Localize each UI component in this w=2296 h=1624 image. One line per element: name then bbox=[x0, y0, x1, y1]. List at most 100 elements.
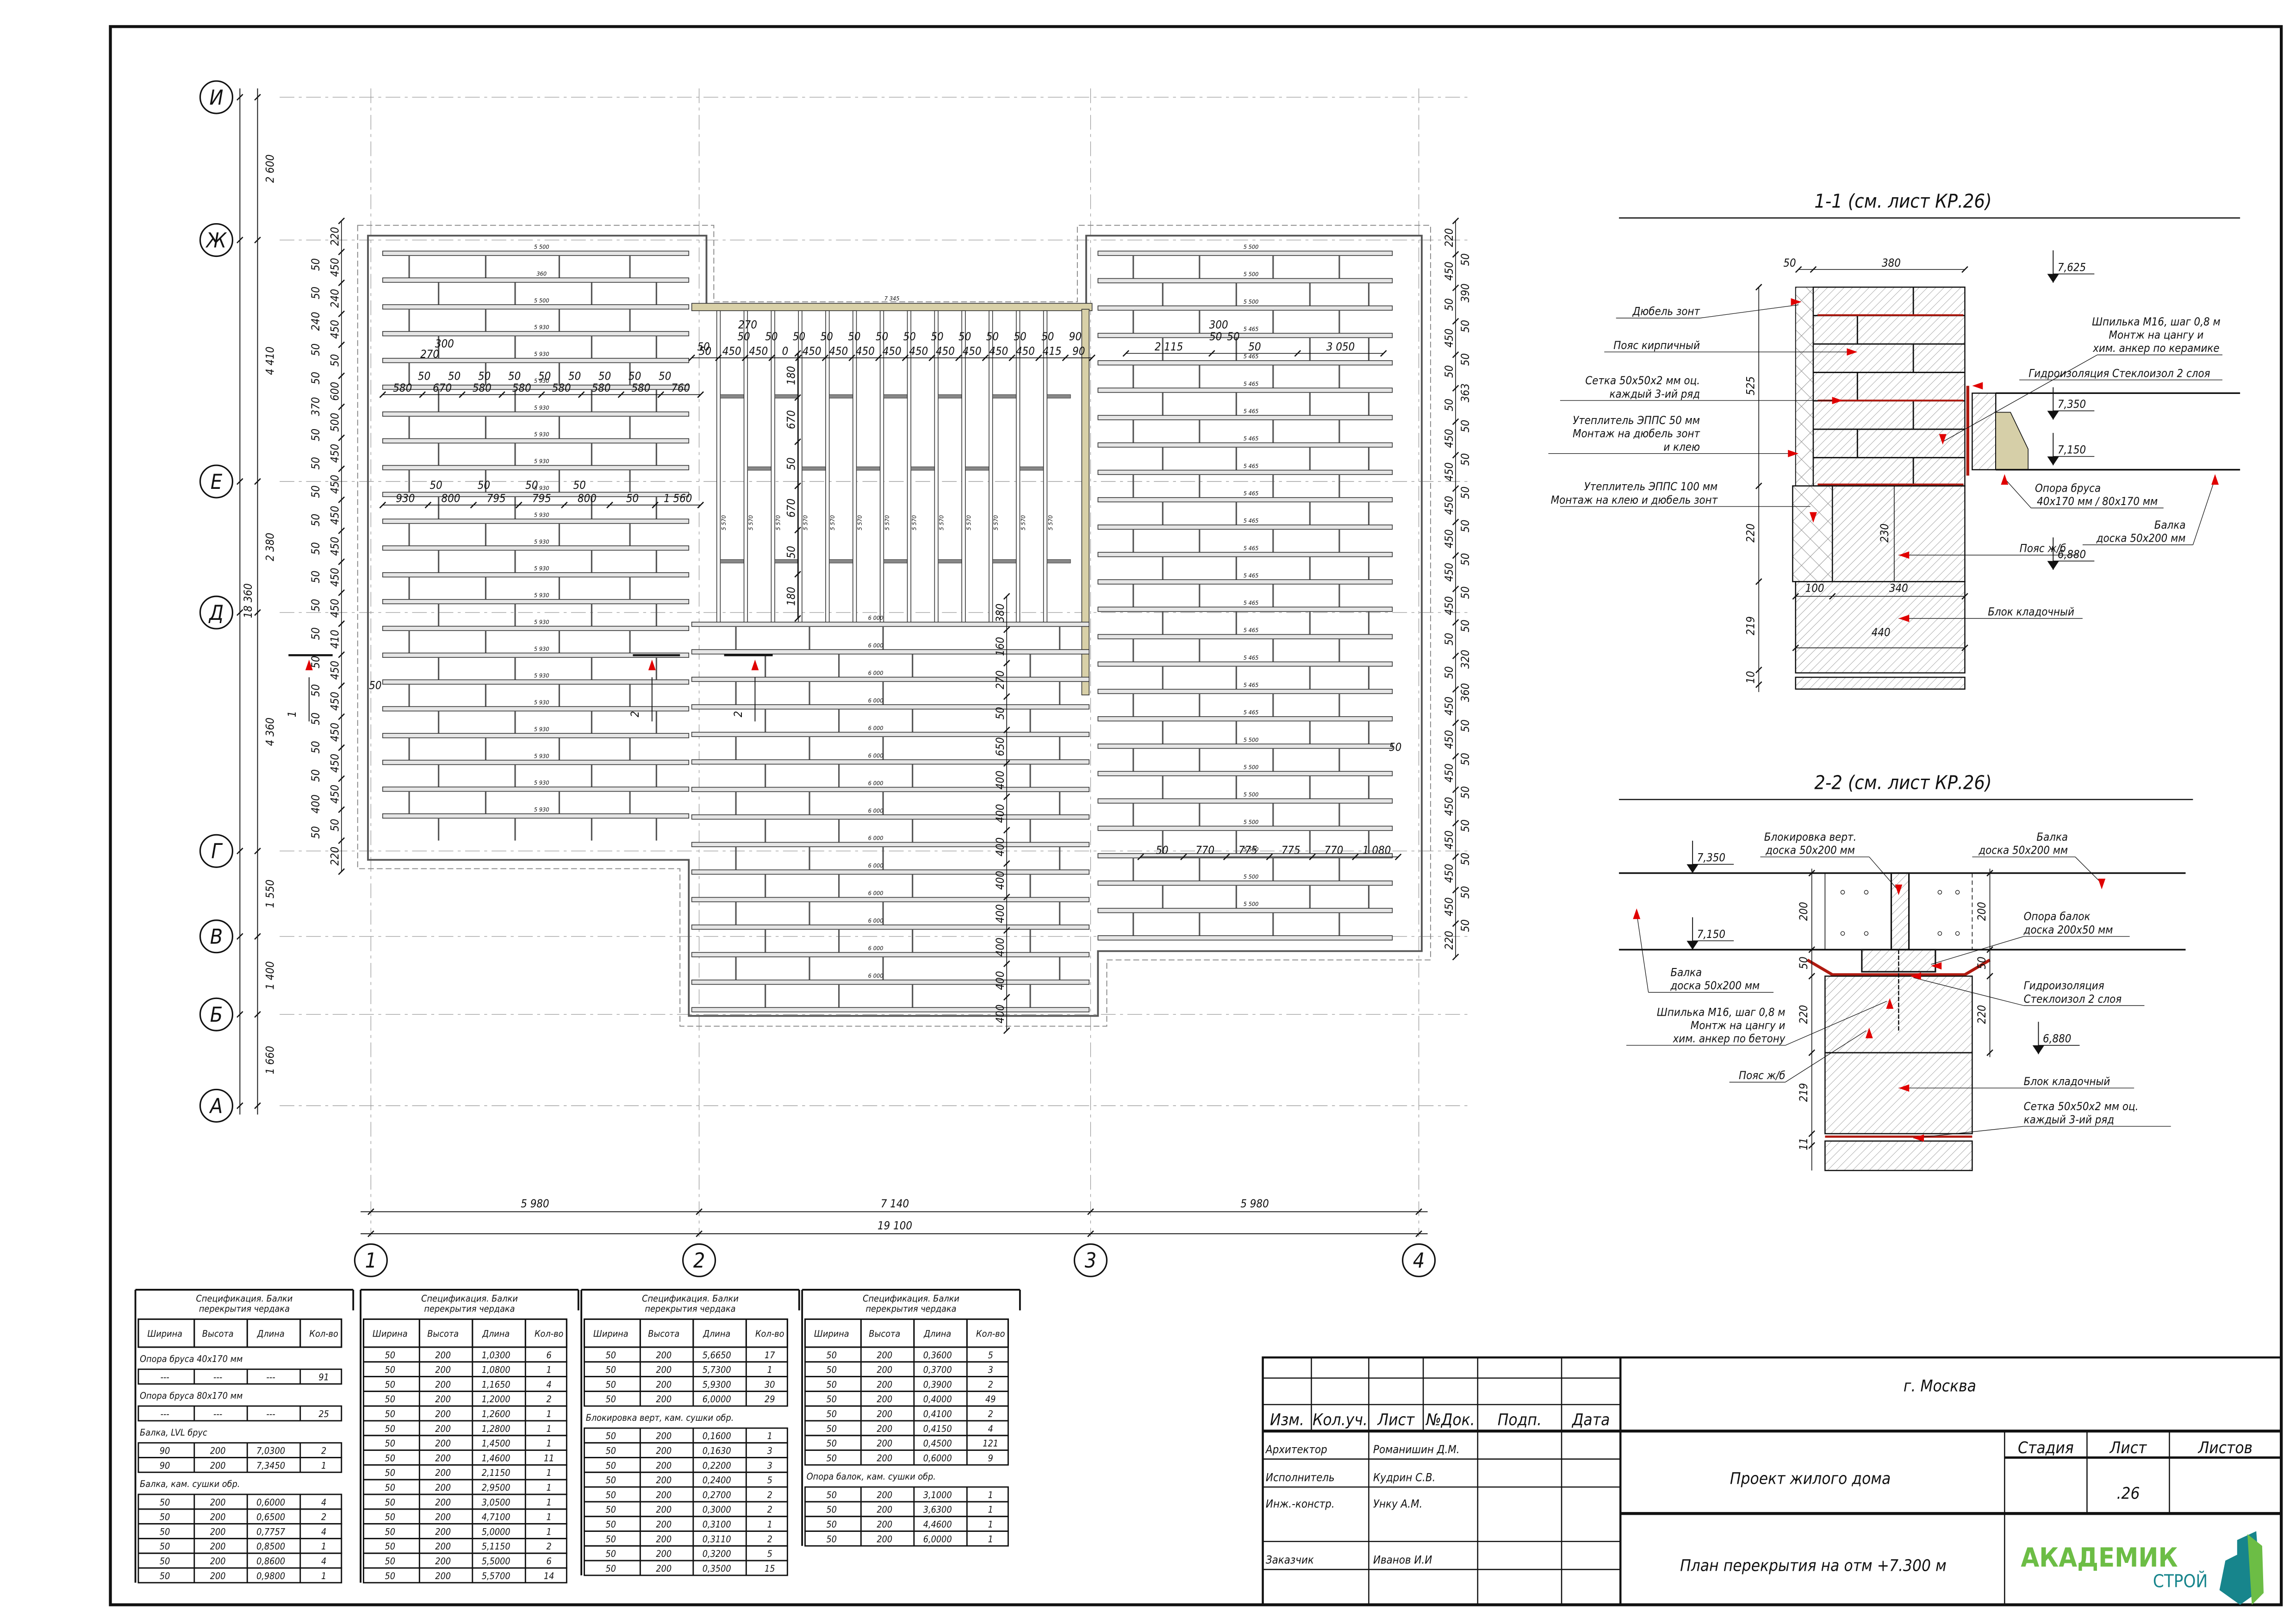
table-cell: 5,0000 bbox=[482, 1526, 510, 1537]
right-dimension-chain: 50 bbox=[1443, 666, 1456, 679]
axis-bubble bbox=[199, 223, 234, 257]
dimension-chain: 1 080 bbox=[1363, 844, 1391, 857]
table-cell: 50 bbox=[826, 1534, 837, 1544]
left-dimension-chain-inner: 50 bbox=[309, 741, 322, 753]
floor-beam bbox=[691, 621, 1090, 627]
floor-beam bbox=[382, 733, 690, 738]
table-cell: 1 bbox=[547, 1526, 552, 1537]
dimension-text: 340 bbox=[1889, 582, 1908, 595]
table-cell: 1,2800 bbox=[482, 1424, 510, 1434]
floor-beam bbox=[382, 652, 690, 658]
insulation-50 bbox=[1795, 287, 1814, 487]
left-dimension-chain-inner: 400 bbox=[309, 794, 322, 813]
dimension-chain: 580 bbox=[592, 381, 611, 394]
table-cell: 0,3500 bbox=[703, 1563, 731, 1574]
floor-beam bbox=[691, 649, 1090, 655]
right-dimension-chain: 450 bbox=[1443, 496, 1456, 515]
left-dimension-chain: 450 bbox=[328, 568, 341, 587]
right-dimension-chain-inner: 320 bbox=[1459, 650, 1472, 669]
dim-tick bbox=[1452, 585, 1459, 593]
left-dimension-chain: 410 bbox=[328, 630, 341, 649]
section-2-2: 2-2 (см. лист КР.26)20050220219112005022… bbox=[1619, 772, 2193, 1171]
dim-tick bbox=[1452, 853, 1459, 860]
table-cell: 0,3600 bbox=[923, 1350, 952, 1361]
blocking bbox=[856, 466, 880, 471]
beam-length-label: 5 465 bbox=[1244, 627, 1259, 634]
floor-beam bbox=[1097, 497, 1393, 503]
table-cell: 5,1150 bbox=[482, 1541, 510, 1552]
person-name: Унку А.М. bbox=[1373, 1498, 1422, 1511]
leader-label: Опора бруса bbox=[2035, 481, 2101, 494]
dim-tick bbox=[1294, 350, 1301, 357]
dimension-text: 50 bbox=[1227, 330, 1239, 343]
row-dimension: 4 360 bbox=[264, 718, 277, 746]
table-cell: 200 bbox=[435, 1453, 451, 1463]
dimension-chain: 50 bbox=[931, 330, 943, 343]
table-header-cell: Высота bbox=[648, 1329, 679, 1339]
leader-arrow-icon bbox=[1898, 551, 1910, 559]
beam-length-label: 5 930 bbox=[534, 404, 549, 411]
row-dimension: 2 380 bbox=[264, 533, 277, 561]
table-cell: 200 bbox=[435, 1497, 451, 1508]
dim-tick bbox=[1003, 860, 1010, 867]
table-cell: 50 bbox=[385, 1541, 395, 1552]
leader-arrow-icon bbox=[1913, 1134, 1924, 1142]
table-row-border bbox=[804, 1449, 1009, 1466]
table-cell: 200 bbox=[656, 1394, 672, 1405]
blocking bbox=[1020, 466, 1044, 471]
leader-label: хим. анкер по бетону bbox=[1673, 1032, 1786, 1045]
nail-icon bbox=[1937, 931, 1942, 936]
table-cell: 50 bbox=[385, 1512, 395, 1523]
row-dimension: 1 660 bbox=[264, 1046, 277, 1074]
floor-beam bbox=[691, 869, 1090, 875]
table-cell: 200 bbox=[877, 1409, 892, 1419]
dim-tick bbox=[338, 527, 345, 534]
joist-length-label: 5 570 bbox=[802, 515, 809, 531]
dimension-chain-vertical: 400 bbox=[994, 871, 1007, 890]
blocking bbox=[910, 466, 935, 471]
left-dimension-chain-inner: 50 bbox=[309, 485, 322, 498]
table-cell: 30 bbox=[765, 1379, 775, 1390]
dim-tick bbox=[928, 354, 935, 362]
floor-beam bbox=[1097, 771, 1393, 776]
left-dimension-chain-inner: 50 bbox=[309, 457, 322, 469]
table-cell: 15 bbox=[765, 1563, 775, 1574]
right-dimension-chain-inner: 50 bbox=[1459, 886, 1472, 899]
floor-beam bbox=[691, 924, 1090, 930]
row-dimension: 1 400 bbox=[264, 961, 277, 989]
dimension-chain-vertical: 50 bbox=[784, 546, 797, 558]
stage-label: Стадия bbox=[2018, 1439, 2074, 1457]
section-mark-label: 2 bbox=[628, 711, 641, 718]
table-cell: 200 bbox=[656, 1549, 672, 1559]
beam-length-label: 5 500 bbox=[534, 244, 549, 250]
dim-tick bbox=[1452, 753, 1459, 760]
title-block-frame bbox=[1262, 1356, 2283, 1606]
table-title: перекрытия чердака bbox=[424, 1304, 515, 1314]
left-dimension-chain-inner: 50 bbox=[309, 287, 322, 299]
dim-tick bbox=[338, 775, 345, 782]
table-cell: 2 bbox=[767, 1505, 772, 1515]
person-name: Романишин Д.М. bbox=[1373, 1443, 1460, 1456]
dimension-text: 440 bbox=[1872, 626, 1891, 639]
dim-tick bbox=[1380, 350, 1387, 357]
leader-label: и клею bbox=[1663, 440, 1700, 453]
dim-tick bbox=[1035, 354, 1042, 362]
left-dimension-chain: 450 bbox=[328, 754, 341, 773]
dim-tick bbox=[1755, 681, 1762, 688]
dim-tick bbox=[1087, 1230, 1094, 1237]
floor-beam bbox=[691, 980, 1090, 985]
dimension-chain: 450 bbox=[749, 345, 768, 358]
axis-bubble bbox=[1402, 1243, 1436, 1277]
dim-tick bbox=[1755, 482, 1762, 489]
table-cell: 1,4500 bbox=[482, 1438, 510, 1449]
right-dimension-chain-inner: 50 bbox=[1459, 353, 1472, 366]
leader-arrow-icon bbox=[751, 659, 759, 670]
dim-tick bbox=[794, 571, 801, 578]
table-cell: 50 bbox=[385, 1482, 395, 1493]
dimension-chain: 50 bbox=[626, 492, 639, 505]
beam-length-label: 5 930 bbox=[534, 377, 549, 384]
